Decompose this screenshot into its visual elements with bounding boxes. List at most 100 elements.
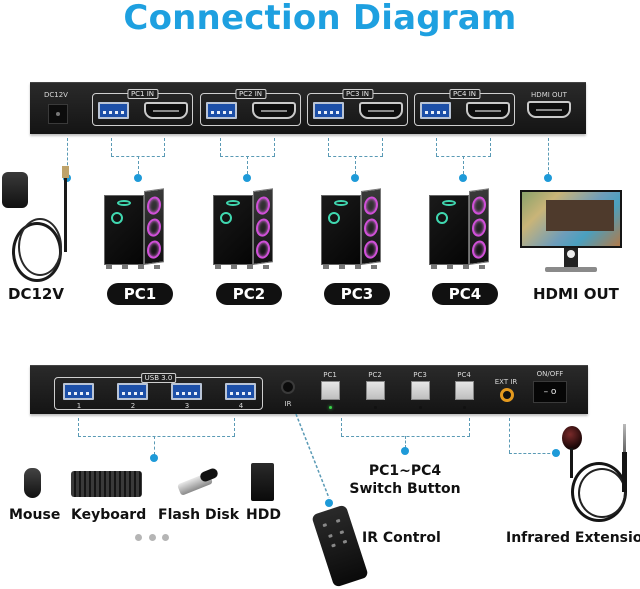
dc-port-label: DC12V [44,91,68,99]
connector-dot [459,174,467,182]
connector-line [247,156,248,174]
hdmi-out-port-icon [527,101,571,118]
more-indicator-dot [162,534,169,541]
infrared-extension-cable-coil-inner [578,468,626,518]
mouse-icon [24,468,41,498]
usb-port-number: 1 [76,402,82,410]
kvm-rear-panel: DC12V PC1 IN PC2 IN PC3 IN PC4 IN HDMI O… [30,82,586,134]
connector-line [382,138,383,156]
connector-dot [243,174,251,182]
connector-dot [325,499,333,507]
dc12v-label: DC12V [8,285,64,303]
connector-dot [63,174,71,182]
connector-line [509,453,555,454]
hdmi-out-port-label: HDMI OUT [531,91,567,99]
keyboard-label: Keyboard [71,507,147,523]
pc2-input-label: PC2 IN [234,89,267,99]
connector-line [67,138,68,175]
pc4-input-label: PC4 IN [448,89,481,99]
flash-disk-label: Flash Disk [158,507,240,523]
pc3-input-label: PC3 IN [341,89,374,99]
pc4-switch-button[interactable] [455,381,474,400]
ir-control-label: IR Control [362,530,441,546]
pc-tower-icon [104,188,164,269]
pc2-input-group: PC2 IN [200,89,301,126]
audio-plug-cable [622,452,627,492]
audio-plug-icon [623,424,626,456]
connector-line [469,418,470,436]
ext-ir-jack-icon [500,388,514,402]
connector-line [164,138,165,156]
mouse-label: Mouse [9,507,61,523]
connector-line [548,138,549,175]
ir-remote-control-icon [311,504,369,588]
usb-port-number: 2 [130,402,136,410]
switch-button-label-line1: PC1~PC4 [368,463,442,479]
pc1-button-label: PC1 [323,371,337,379]
pc4-button-label: PC4 [457,371,471,379]
connector-line [328,138,329,156]
hdmi-out-label: HDMI OUT [533,285,619,303]
connector-dot [544,174,552,182]
hdmi-port-icon [466,102,510,119]
infrared-extension-cable [570,448,573,478]
usb-port-icon [206,102,237,119]
connector-line [355,156,356,174]
connector-line [490,138,491,156]
pc3-switch-button[interactable] [411,381,430,400]
pc2-badge: PC2 [216,283,282,305]
connector-dot [134,174,142,182]
pc1-badge: PC1 [107,283,173,305]
hdd-label: HDD [246,507,281,523]
power-adapter-icon [2,166,72,282]
connector-line [220,138,221,156]
hdmi-port-icon [359,102,403,119]
pc3-input-group: PC3 IN [307,89,408,126]
usb3-group-label: USB 3.0 [140,373,177,383]
connector-dot [351,174,359,182]
connector-line [234,418,235,436]
hdd-icon [251,463,274,501]
hdmi-port-icon [252,102,296,119]
kvm-front-panel: USB 3.0 1 2 3 4 IR PC1 PC2 PC3 PC4 EXT I… [30,365,588,414]
connector-line [78,418,79,436]
connector-line [436,138,437,156]
pc4-input-group: PC4 IN [414,89,515,126]
power-switch[interactable]: – o [533,381,567,403]
pc-tower-icon [429,188,489,269]
usb-port-icon [225,383,256,400]
usb-port-icon [171,383,202,400]
usb3-port-group: USB 3.0 1 2 3 4 [54,373,263,410]
infrared-extension-label: Infrared Extension [506,530,640,546]
pc1-switch-button[interactable] [321,381,340,400]
infrared-extension-sensor-icon [562,426,582,450]
connector-dot [401,447,409,455]
connector-line [509,418,510,453]
pc2-led-icon [374,406,377,409]
usb-port-icon [313,102,344,119]
connector-line [111,138,112,156]
usb-port-number: 3 [184,402,190,410]
connector-line [138,156,139,174]
keyboard-icon [71,471,142,497]
pc2-switch-button[interactable] [366,381,385,400]
switch-button-label-line2: Switch Button [349,481,461,497]
usb-port-number: 4 [238,402,244,410]
pc1-input-group: PC1 IN [92,89,193,126]
flash-disk-icon [172,466,220,498]
usb-port-icon [420,102,451,119]
pc-tower-icon [213,188,273,269]
ext-ir-label: EXT IR [494,378,518,386]
pc1-led-icon [329,406,332,409]
dc-power-jack-icon [48,104,68,124]
connector-dot [150,454,158,462]
monitor-icon [520,190,622,274]
pc4-badge: PC4 [432,283,498,305]
pc3-button-label: PC3 [413,371,427,379]
connector-line [274,138,275,156]
power-switch-label: ON/OFF [536,370,564,378]
ir-port-label: IR [284,400,292,408]
connector-dot [552,449,560,457]
diagram-title: Connection Diagram [123,0,517,38]
pc3-badge: PC3 [324,283,390,305]
